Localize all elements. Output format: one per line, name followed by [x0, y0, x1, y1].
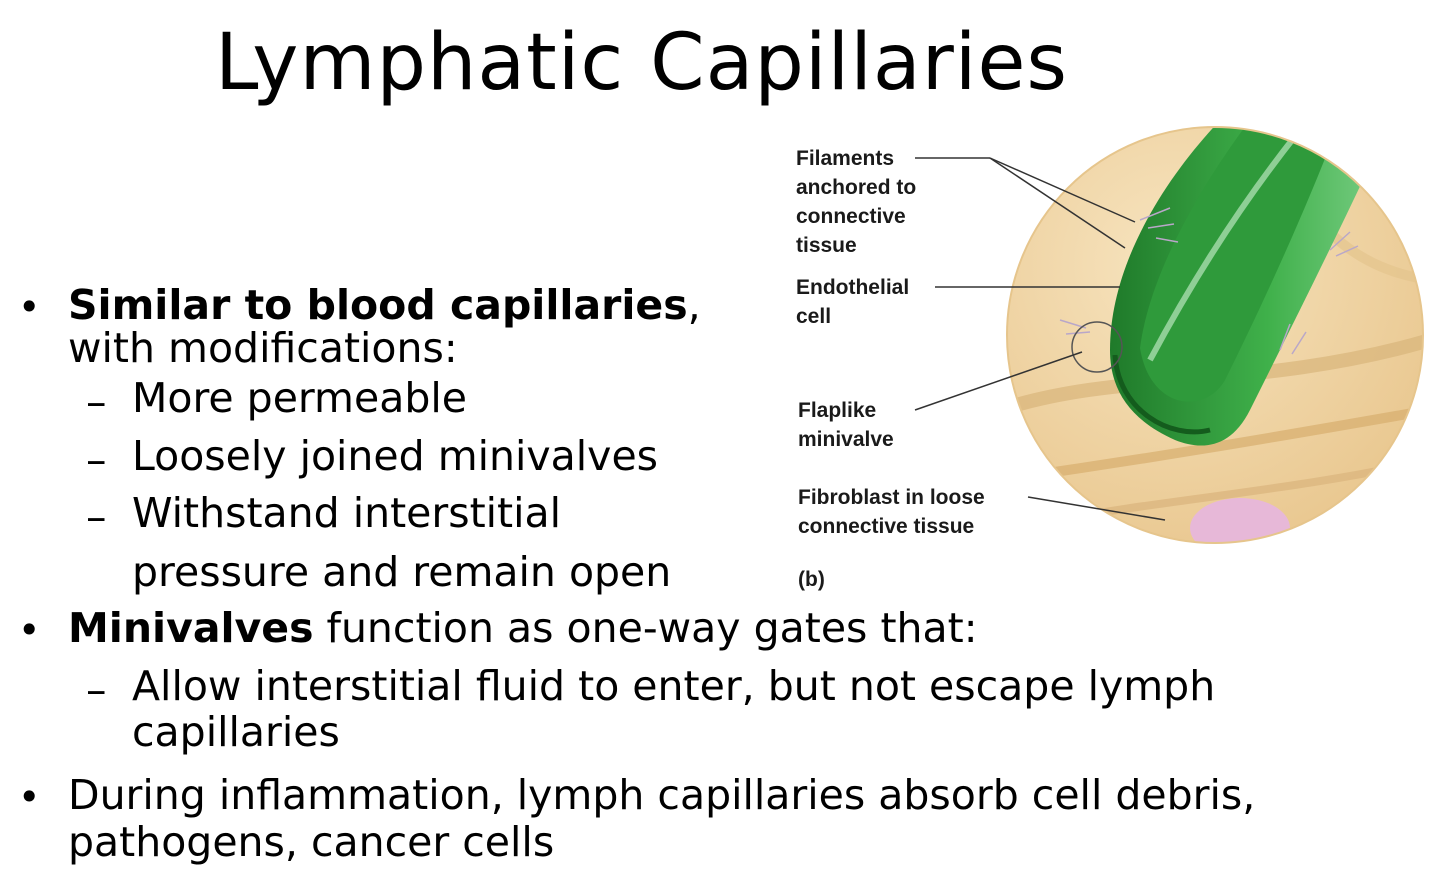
- label-fibroblast-l2: connective tissue: [798, 515, 975, 538]
- label-filaments-l2: anchored to: [796, 176, 917, 199]
- sub-bullet-withstand-l1: Withstand interstitial: [132, 489, 562, 537]
- label-filaments-l4: tissue: [796, 234, 857, 257]
- label-endothelial-l2: cell: [796, 305, 832, 328]
- label-flaplike-l1: Flaplike: [798, 399, 877, 422]
- sub-bullet-allow-l1: Allow interstitial fluid to enter, but n…: [132, 662, 1216, 710]
- sub-bullet-more-permeable: More permeable: [132, 374, 467, 422]
- label-flaplike: Flaplike minivalve: [798, 396, 894, 454]
- sub-3-dash: –: [86, 493, 107, 541]
- bullet-1-line-2: with modifications:: [68, 324, 458, 372]
- label-endothelial-l1: Endothelial: [796, 276, 910, 299]
- bullet-3-line-1: During inflammation, lymph capillaries a…: [68, 771, 1256, 819]
- label-flaplike-l2: minivalve: [798, 428, 894, 451]
- bullet-1-line-1: Similar to blood capillaries,: [68, 285, 701, 326]
- figure-panel-label: (b): [798, 568, 825, 591]
- label-fibroblast: Fibroblast in loose connective tissue: [798, 483, 985, 541]
- sub-4-dash: –: [86, 666, 107, 714]
- bullet-2-rest: function as one-way gates that:: [313, 604, 978, 652]
- sub-bullet-loosely-joined: Loosely joined minivalves: [132, 432, 659, 480]
- bullet-1-bold: Similar to blood capillaries: [68, 281, 688, 329]
- bullet-1-marker: •: [18, 285, 41, 329]
- bullet-3-marker: •: [18, 775, 41, 819]
- label-filaments-l1: Filaments: [796, 147, 895, 170]
- label-fibroblast-l1: Fibroblast in loose: [798, 486, 985, 509]
- lymph-capillary-illustration: [1006, 126, 1424, 544]
- label-filaments-l3: connective: [796, 205, 906, 228]
- label-filaments: Filaments anchored to connective tissue: [796, 144, 916, 260]
- bullet-2-line: Minivalves function as one-way gates tha…: [68, 608, 978, 649]
- bullet-2-bold: Minivalves: [68, 604, 314, 652]
- bullet-1-rest: ,: [687, 281, 701, 329]
- slide-title: Lymphatic Capillaries: [215, 18, 1069, 108]
- label-endothelial: Endothelial cell: [796, 273, 909, 331]
- sub-1-dash: –: [86, 378, 107, 426]
- sub-bullet-withstand-l2: pressure and remain open: [132, 548, 672, 596]
- bullet-2-marker: •: [18, 608, 41, 652]
- sub-2-dash: –: [86, 436, 107, 484]
- bullet-3-line-2: pathogens, cancer cells: [68, 818, 555, 866]
- sub-bullet-allow-l2: capillaries: [132, 708, 340, 756]
